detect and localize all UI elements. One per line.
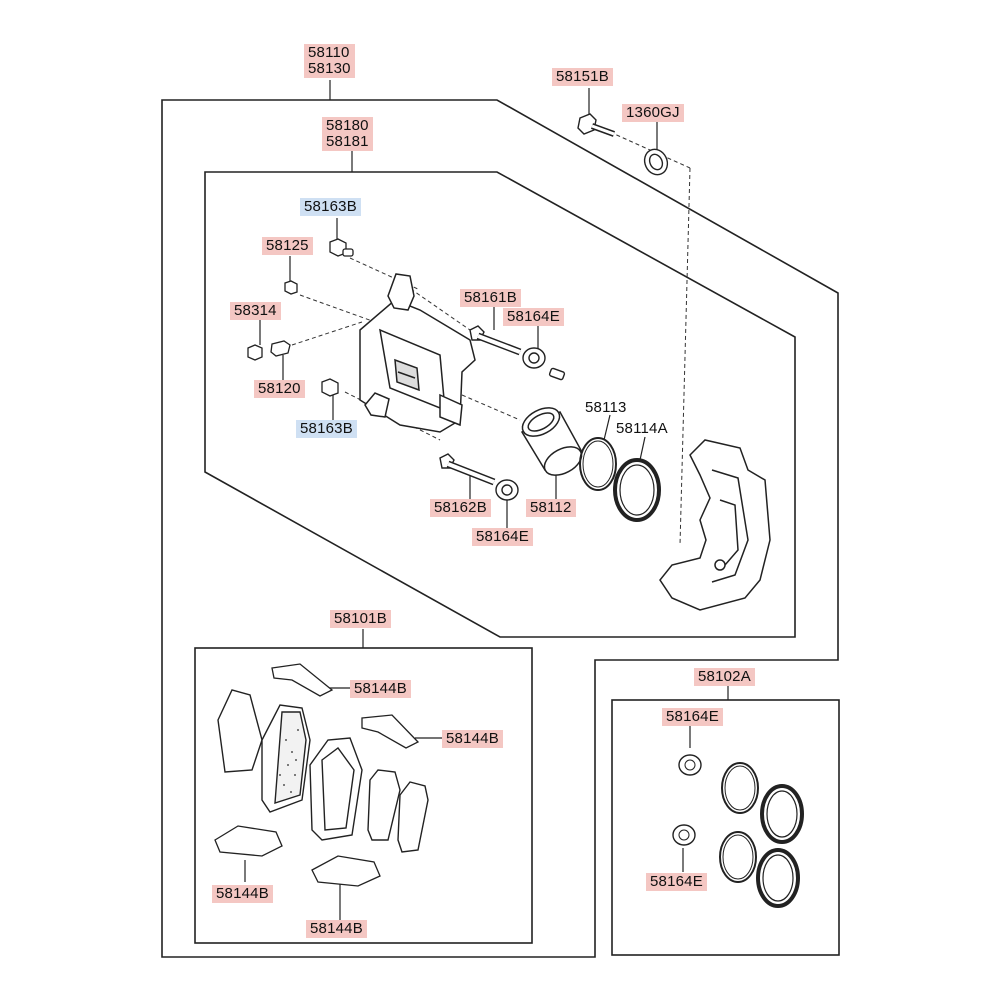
shim-lower-right-part-number[interactable]: 58144B xyxy=(306,920,367,938)
piston xyxy=(520,407,584,476)
guide-pin-boot-lower-part-number[interactable]: 58164E xyxy=(472,528,533,546)
small-fittings xyxy=(247,238,354,397)
caliper-subframe xyxy=(204,171,796,638)
outer-assembly-frame xyxy=(161,99,839,958)
guide-pin-upper-part-number[interactable]: 58161B xyxy=(460,289,521,307)
pad-kit-part-number[interactable]: 58101B xyxy=(330,610,391,628)
caliper-group-part-number-1: 58180 xyxy=(326,117,369,134)
plug-part-number[interactable]: 58314 xyxy=(230,302,281,320)
seal-kit-boot-bottom-part-number[interactable]: 58164E xyxy=(646,873,707,891)
caliper-group-part-number[interactable]: 58180 58181 xyxy=(322,117,373,151)
piston-seal-part-number[interactable]: 58113 xyxy=(585,399,627,416)
bolt-part-number[interactable]: 58151B xyxy=(552,68,613,86)
guide-pins xyxy=(439,325,566,501)
pad-friction-dots xyxy=(279,729,299,793)
assembly-part-number[interactable]: 58110 58130 xyxy=(304,44,355,78)
bleeder-cap-top-part-number[interactable]: 58163B xyxy=(300,198,361,216)
caliper-body xyxy=(359,273,476,433)
caliper-seal-rings xyxy=(579,437,661,522)
shim-lower-left-part-number[interactable]: 58144B xyxy=(212,885,273,903)
guide-pin-boot-upper-part-number[interactable]: 58164E xyxy=(503,308,564,326)
bolt-and-washer xyxy=(577,113,669,176)
caliper-bracket xyxy=(659,439,771,611)
assembly-part-number-2: 58130 xyxy=(308,60,351,77)
seal-kit-part-number[interactable]: 58102A xyxy=(694,668,755,686)
pad-shims xyxy=(214,663,420,887)
bleeder-part-number[interactable]: 58120 xyxy=(254,380,305,398)
washer-part-number[interactable]: 1360GJ xyxy=(622,104,684,122)
piston-boot-part-number[interactable]: 58114A xyxy=(616,420,668,437)
assembly-part-number-1: 58110 xyxy=(308,44,350,61)
guide-pin-lower-part-number[interactable]: 58162B xyxy=(430,499,491,517)
leader-lines xyxy=(244,80,729,920)
bleeder-screw-part-number[interactable]: 58125 xyxy=(262,237,313,255)
seal-kit-parts xyxy=(672,754,804,908)
seal-kit-frame xyxy=(611,699,840,956)
brake-pads xyxy=(217,689,429,853)
piston-part-number[interactable]: 58112 xyxy=(526,499,576,517)
caliper-group-part-number-2: 58181 xyxy=(326,133,369,150)
seal-kit-boot-top-part-number[interactable]: 58164E xyxy=(662,708,723,726)
bleeder-cap-bottom-part-number[interactable]: 58163B xyxy=(296,420,357,438)
shim-upper-left-part-number[interactable]: 58144B xyxy=(350,680,411,698)
shim-upper-right-part-number[interactable]: 58144B xyxy=(442,730,503,748)
